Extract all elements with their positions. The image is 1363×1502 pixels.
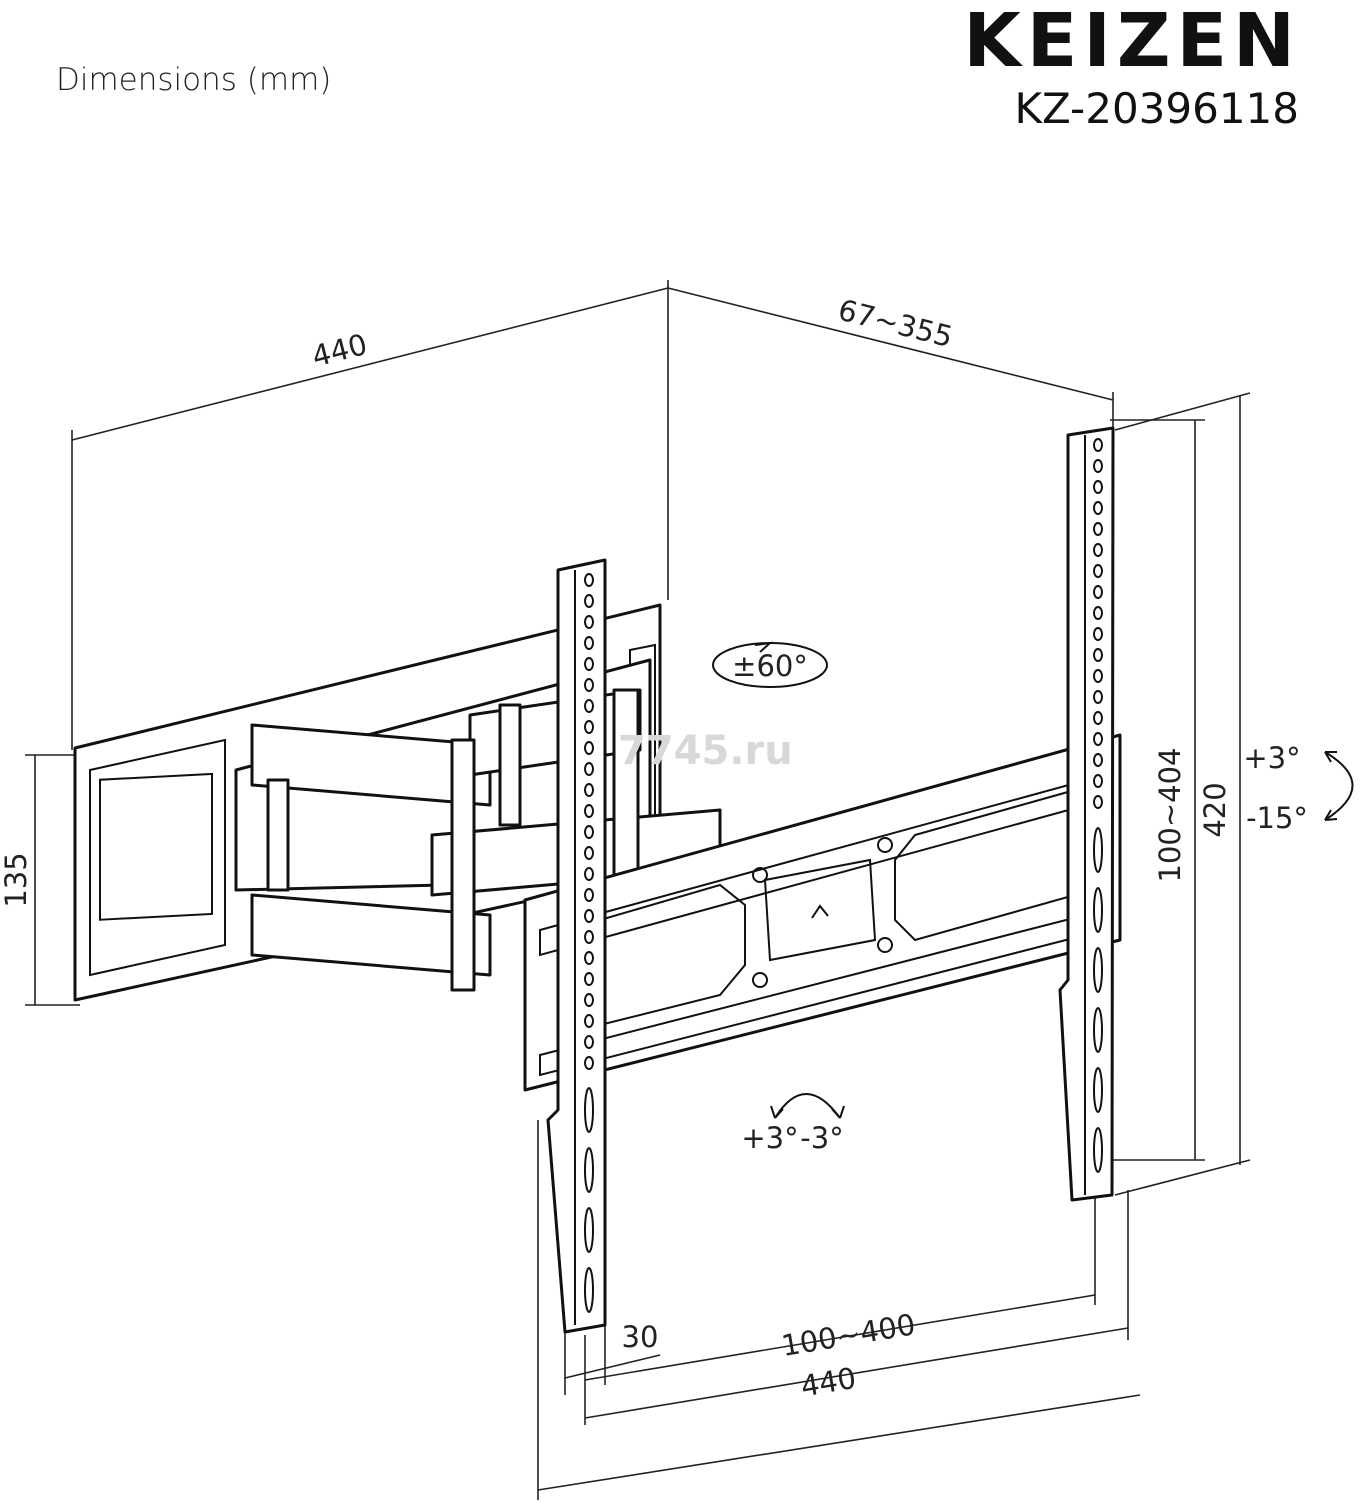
rail-hole xyxy=(584,1056,594,1070)
rail-hole xyxy=(584,846,594,860)
rail-hole xyxy=(1093,669,1103,683)
rail-hole xyxy=(1093,947,1103,993)
rail-hole xyxy=(1093,1067,1103,1113)
rail-hole xyxy=(1093,501,1103,515)
rail-hole xyxy=(1093,627,1103,641)
rail-hole xyxy=(584,636,594,650)
dim-bracket-height: 420 xyxy=(1198,782,1232,837)
rail-hole xyxy=(584,657,594,671)
rail-hole xyxy=(1093,522,1103,536)
rail-hole xyxy=(584,678,594,692)
dim-bracket-width: 440 xyxy=(798,1361,858,1404)
rail-hole xyxy=(584,1207,594,1253)
rail-hole xyxy=(584,720,594,734)
level-indicator: +3° -3° xyxy=(741,1093,845,1155)
rail-holes xyxy=(584,438,1103,1313)
rail-hole xyxy=(1093,1127,1103,1173)
rail-hole xyxy=(1093,648,1103,662)
rail-hole xyxy=(1093,887,1103,933)
dim-rail-width: 30 xyxy=(622,1320,659,1354)
rail-hole xyxy=(1093,459,1103,473)
level-minus-label: -3° xyxy=(800,1121,843,1155)
rail-hole xyxy=(584,783,594,797)
rail-hole xyxy=(584,594,594,608)
rail-hole xyxy=(584,825,594,839)
rail-hole xyxy=(1093,585,1103,599)
rail-hole xyxy=(1093,438,1103,452)
diagram-title: Dimensions (mm) xyxy=(56,62,332,98)
model-number: KZ-20396118 xyxy=(1014,84,1299,133)
rail-hole xyxy=(1093,732,1103,746)
rail-hole xyxy=(584,615,594,629)
rail-hole xyxy=(584,1267,594,1313)
rail-hole xyxy=(584,1035,594,1049)
dimension-lines xyxy=(25,280,1251,1500)
rail-hole xyxy=(1093,753,1103,767)
level-plus-label: +3° xyxy=(741,1121,798,1155)
rail-hole xyxy=(1093,690,1103,704)
rail-hole xyxy=(584,909,594,923)
brand-logo: KEIZEN xyxy=(963,0,1301,84)
rail-hole xyxy=(584,972,594,986)
rail-hole xyxy=(1093,827,1103,873)
rail-hole xyxy=(1093,480,1103,494)
swivel-label: ±60° xyxy=(732,649,808,683)
watermark: 7745.ru xyxy=(618,728,793,774)
rail-hole xyxy=(1093,543,1103,557)
rail-hole xyxy=(584,1147,594,1193)
rail-hole xyxy=(1093,774,1103,788)
rail-hole xyxy=(1093,711,1103,725)
rail-hole xyxy=(584,804,594,818)
rail-hole xyxy=(584,888,594,902)
rail-hole xyxy=(584,1087,594,1133)
rail-hole xyxy=(584,573,594,587)
right-rail xyxy=(1058,426,1115,1202)
rail-hole xyxy=(1093,606,1103,620)
dim-vesa-vertical: 100~404 xyxy=(1153,747,1187,882)
left-rail xyxy=(546,558,607,1334)
swivel-indicator: ±60° xyxy=(712,641,828,688)
rail-hole xyxy=(584,762,594,776)
rail-hole xyxy=(584,1014,594,1028)
rail-hole xyxy=(584,930,594,944)
tilt-up-label: +3° xyxy=(1243,741,1300,775)
rail-hole xyxy=(584,699,594,713)
dim-vesa-horizontal: 100~400 xyxy=(779,1307,918,1363)
rail-hole xyxy=(1093,1007,1103,1053)
rail-hole xyxy=(584,951,594,965)
rail-hole xyxy=(584,741,594,755)
rail-hole xyxy=(584,993,594,1007)
tilt-down-label: -15° xyxy=(1246,801,1308,835)
rail-hole xyxy=(1093,564,1103,578)
rail-hole xyxy=(584,867,594,881)
rail-hole xyxy=(1093,795,1103,809)
dim-wall-plate-height: 135 xyxy=(0,852,33,907)
tilt-indicator: +3° -15° xyxy=(1243,741,1354,835)
